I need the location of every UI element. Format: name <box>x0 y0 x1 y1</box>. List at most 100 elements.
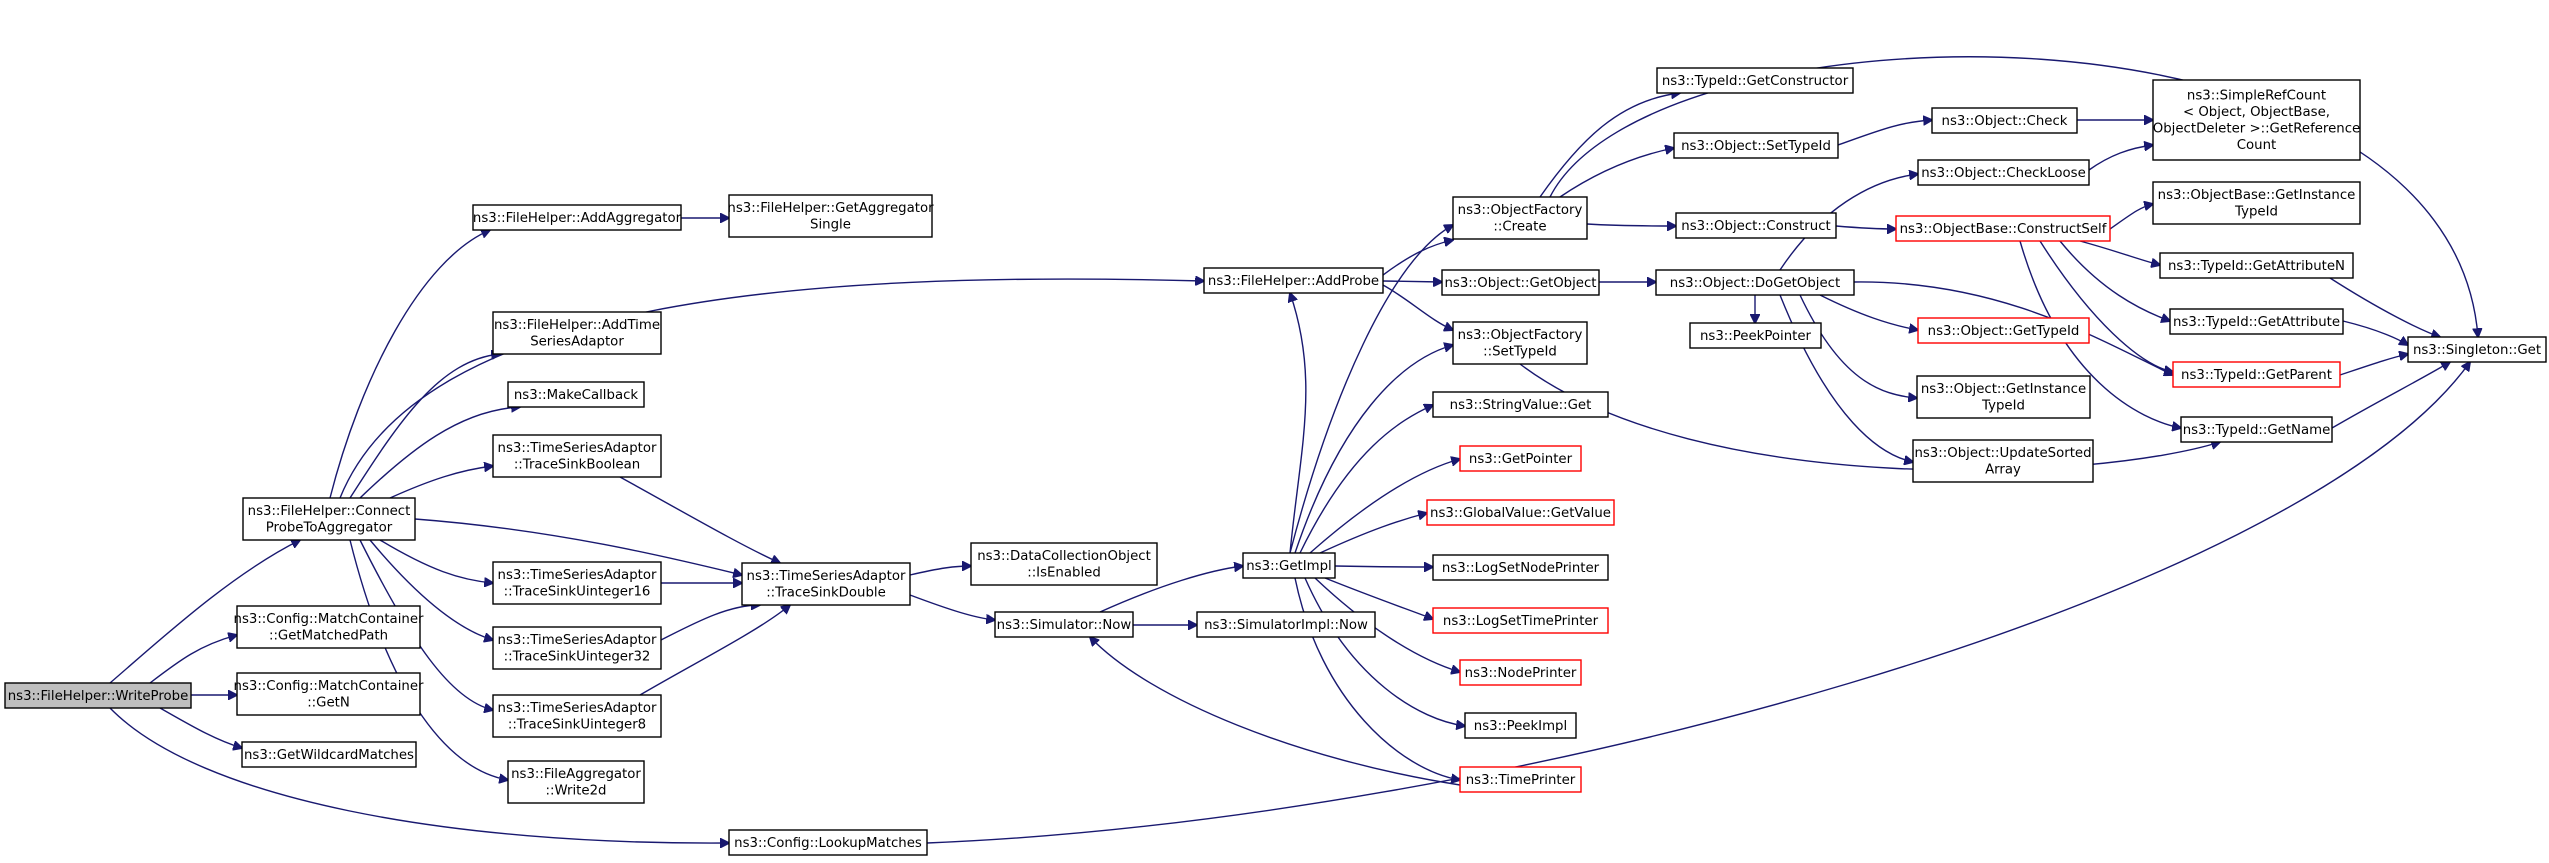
node-tsboolean[interactable]: ns3::TimeSeriesAdaptor::TraceSinkBoolean <box>492 434 662 478</box>
node-box[interactable] <box>1689 322 1822 349</box>
node-tsu8[interactable]: ns3::TimeSeriesAdaptor::TraceSinkUintege… <box>492 694 662 738</box>
node-objconstruct[interactable]: ns3::Object::Construct <box>1675 212 1837 239</box>
node-simimplnow[interactable]: ns3::SimulatorImpl::Now <box>1196 611 1376 638</box>
node-obconstructself[interactable]: ns3::ObjectBase::ConstructSelf <box>1895 215 2111 242</box>
node-box[interactable] <box>728 194 933 238</box>
node-box[interactable] <box>994 611 1134 638</box>
node-makecallback[interactable]: ns3::MakeCallback <box>507 381 645 408</box>
node-box[interactable] <box>492 561 662 605</box>
node-box[interactable] <box>4 682 192 709</box>
node-box[interactable] <box>1931 107 2078 134</box>
node-box[interactable] <box>2159 252 2354 279</box>
node-logsettime[interactable]: ns3::LogSetTimePrinter <box>1432 607 1609 634</box>
node-peekpointer[interactable]: ns3::PeekPointer <box>1689 322 1822 349</box>
node-box[interactable] <box>1912 439 2094 483</box>
node-simnow[interactable]: ns3::Simulator::Now <box>994 611 1134 638</box>
node-typeidgetattr[interactable]: ns3::TypeId::GetAttribute <box>2169 308 2344 335</box>
node-getn[interactable]: ns3::Config::MatchContainer::GetN <box>234 672 424 716</box>
node-typeidgetname[interactable]: ns3::TypeId::GetName <box>2180 416 2333 443</box>
node-box[interactable] <box>2152 181 2361 225</box>
node-box[interactable] <box>2180 416 2333 443</box>
node-typeidgetconstructor[interactable]: ns3::TypeId::GetConstructor <box>1656 67 1854 94</box>
node-box[interactable] <box>492 694 662 738</box>
node-tsdouble[interactable]: ns3::TimeSeriesAdaptor::TraceSinkDouble <box>741 562 911 606</box>
node-isenabled[interactable]: ns3::DataCollectionObject::IsEnabled <box>970 542 1158 586</box>
node-timeprinter[interactable]: ns3::TimePrinter <box>1459 766 1582 793</box>
node-lookupmatches[interactable]: ns3::Config::LookupMatches <box>728 829 928 856</box>
node-box[interactable] <box>236 605 421 649</box>
node-getimpl[interactable]: ns3::GetImpl <box>1242 552 1336 579</box>
node-box[interactable] <box>492 434 662 478</box>
node-tsu16[interactable]: ns3::TimeSeriesAdaptor::TraceSinkUintege… <box>492 561 662 605</box>
node-box[interactable] <box>1916 375 2091 419</box>
node-box[interactable] <box>1464 712 1577 739</box>
node-write2d[interactable]: ns3::FileAggregator::Write2d <box>507 760 645 804</box>
node-addprobe[interactable]: ns3::FileHelper::AddProbe <box>1203 267 1384 294</box>
node-globalvalueget[interactable]: ns3::GlobalValue::GetValue <box>1426 499 1615 526</box>
node-box[interactable] <box>1917 159 2090 186</box>
node-box[interactable] <box>472 204 682 231</box>
node-objdogetobject[interactable]: ns3::Object::DoGetObject <box>1655 269 1855 296</box>
node-box[interactable] <box>241 741 417 768</box>
node-objsettypeid[interactable]: ns3::Object::SetTypeId <box>1673 132 1839 159</box>
node-box[interactable] <box>1452 321 1588 365</box>
node-objcheck[interactable]: ns3::Object::Check <box>1931 107 2078 134</box>
node-box[interactable] <box>1459 445 1582 472</box>
node-nodeprinter[interactable]: ns3::NodePrinter <box>1459 659 1582 686</box>
node-typeidgetattrn[interactable]: ns3::TypeId::GetAttributeN <box>2159 252 2354 279</box>
node-box[interactable] <box>1459 659 1582 686</box>
node-box[interactable] <box>1895 215 2111 242</box>
node-getpointer[interactable]: ns3::GetPointer <box>1459 445 1582 472</box>
node-singletonget[interactable]: ns3::Singleton::Get <box>2407 336 2547 363</box>
node-box[interactable] <box>242 497 416 541</box>
node-box[interactable] <box>1432 391 1609 418</box>
node-box[interactable] <box>728 829 928 856</box>
node-box[interactable] <box>1203 267 1384 294</box>
node-box[interactable] <box>492 626 662 670</box>
node-logsetnode[interactable]: ns3::LogSetNodePrinter <box>1432 554 1609 581</box>
node-objcheckloose[interactable]: ns3::Object::CheckLoose <box>1917 159 2090 186</box>
node-objgetobject[interactable]: ns3::Object::GetObject <box>1441 269 1600 296</box>
node-box[interactable] <box>1917 317 2090 344</box>
node-box[interactable] <box>1432 607 1609 634</box>
node-box[interactable] <box>507 760 645 804</box>
node-stringvalueget[interactable]: ns3::StringValue::Get <box>1432 391 1609 418</box>
node-box[interactable] <box>970 542 1158 586</box>
node-tsu32[interactable]: ns3::TimeSeriesAdaptor::TraceSinkUintege… <box>492 626 662 670</box>
node-box[interactable] <box>236 672 421 716</box>
node-box[interactable] <box>2407 336 2547 363</box>
node-box[interactable] <box>2152 79 2361 161</box>
node-box[interactable] <box>1655 269 1855 296</box>
node-box[interactable] <box>1673 132 1839 159</box>
node-getwildcard[interactable]: ns3::GetWildcardMatches <box>241 741 417 768</box>
node-box[interactable] <box>1452 196 1588 240</box>
node-box[interactable] <box>492 311 662 355</box>
node-simplerefcount[interactable]: ns3::SimpleRefCount< Object, ObjectBase,… <box>2152 79 2361 161</box>
node-box[interactable] <box>1441 269 1600 296</box>
node-box[interactable] <box>1196 611 1376 638</box>
node-peekimpl[interactable]: ns3::PeekImpl <box>1464 712 1577 739</box>
node-box[interactable] <box>1656 67 1854 94</box>
node-ofsettypeid[interactable]: ns3::ObjectFactory::SetTypeId <box>1452 321 1588 365</box>
node-box[interactable] <box>741 562 911 606</box>
node-objgettypeid[interactable]: ns3::Object::GetTypeId <box>1917 317 2090 344</box>
node-typeidgetparent[interactable]: ns3::TypeId::GetParent <box>2172 361 2341 388</box>
node-box[interactable] <box>1242 552 1336 579</box>
node-box[interactable] <box>1675 212 1837 239</box>
node-box[interactable] <box>1426 499 1615 526</box>
node-box[interactable] <box>2169 308 2344 335</box>
node-box[interactable] <box>1432 554 1609 581</box>
node-box[interactable] <box>507 381 645 408</box>
node-ofcreate[interactable]: ns3::ObjectFactory::Create <box>1452 196 1588 240</box>
node-box[interactable] <box>2172 361 2341 388</box>
node-addaggregator[interactable]: ns3::FileHelper::AddAggregator <box>472 204 682 231</box>
node-connect[interactable]: ns3::FileHelper::ConnectProbeToAggregato… <box>242 497 416 541</box>
node-getmatchedpath[interactable]: ns3::Config::MatchContainer::GetMatchedP… <box>234 605 424 649</box>
node-box[interactable] <box>1459 766 1582 793</box>
node-writeprobe[interactable]: ns3::FileHelper::WriteProbe <box>4 682 192 709</box>
